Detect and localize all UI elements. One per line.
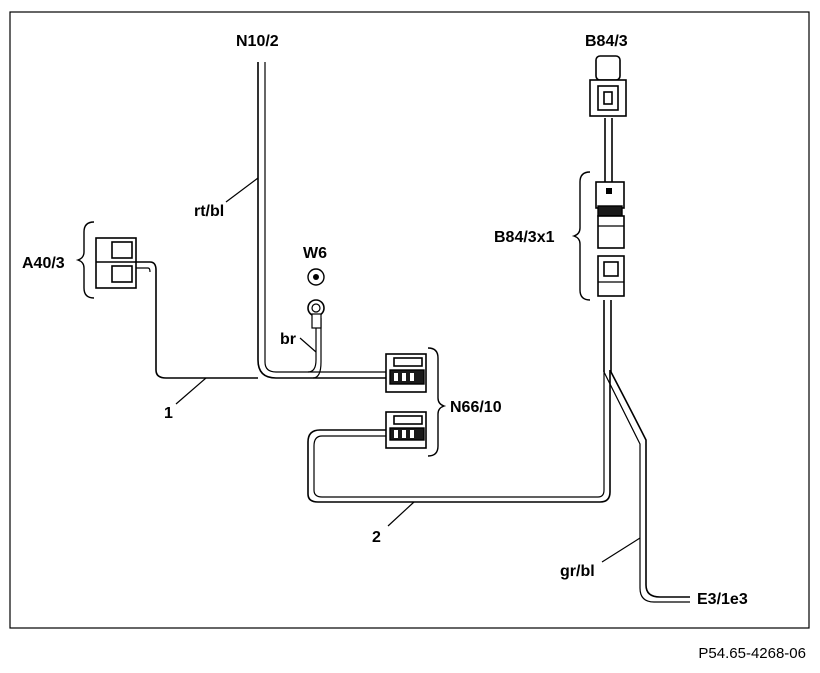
leader-br	[299, 337, 317, 353]
n66-10-connector-lower	[385, 411, 427, 449]
wire-w6-ground-2	[312, 318, 322, 379]
leader-rt-bl	[225, 177, 259, 203]
wire-gr-bl	[610, 371, 690, 598]
a40-3-connector	[95, 237, 137, 289]
wire-n10-2-outer	[257, 62, 386, 379]
label-b84-3x1: B84/3x1	[494, 229, 555, 246]
label-gr-bl: gr/bl	[560, 563, 595, 580]
label-b84-3: B84/3	[585, 33, 628, 50]
figure-id: P54.65-4268-06	[698, 645, 806, 662]
wire-w6-ground	[307, 318, 317, 373]
wire-harness-2-outer	[307, 370, 611, 503]
b84-3-sensor	[589, 55, 627, 117]
diagram-frame	[9, 11, 810, 629]
n66-10-connector-upper	[385, 353, 427, 393]
wire-gr-bl-inner	[603, 371, 690, 603]
label-e3-1e3: E3/1e3	[697, 591, 748, 608]
callout-2: 2	[372, 529, 381, 546]
wire-n10-2-inner	[264, 62, 386, 373]
b84-3x1-connector	[595, 181, 625, 297]
wire-harness-2-inner	[313, 370, 605, 498]
b84-3x1-bracket	[571, 171, 591, 301]
leader-2	[387, 501, 415, 527]
label-br: br	[280, 331, 296, 348]
callout-1: 1	[164, 405, 173, 422]
w6-ground-point	[307, 268, 325, 286]
label-n66-10: N66/10	[450, 399, 502, 416]
n66-10-bracket	[427, 347, 447, 457]
w6-ring-terminal	[307, 299, 325, 329]
leader-1	[175, 377, 207, 405]
label-w6: W6	[303, 245, 327, 262]
leader-gr-bl	[601, 537, 641, 563]
label-n10-2: N10/2	[236, 33, 279, 50]
wire-a40-3-inner	[136, 267, 151, 273]
label-rt-bl: rt/bl	[194, 203, 224, 220]
label-a40-3: A40/3	[22, 255, 65, 272]
wire-a40-3	[136, 261, 258, 379]
a40-3-bracket	[75, 221, 95, 299]
